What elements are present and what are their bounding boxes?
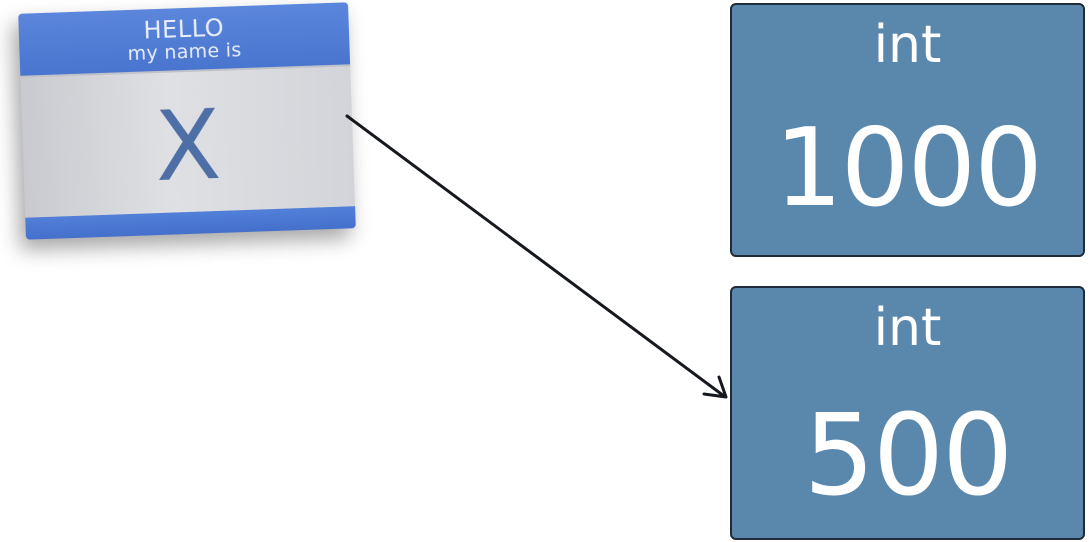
value-box-type: int	[873, 298, 942, 358]
value-box-500: int 500	[730, 286, 1085, 540]
name-tag-card: HELLO my name is X	[18, 2, 356, 240]
value-box-value: 1000	[774, 106, 1043, 231]
name-tag-header: HELLO my name is	[18, 2, 351, 76]
name-tag: HELLO my name is X	[18, 2, 356, 240]
value-box-type: int	[873, 15, 942, 75]
name-tag-my-name-is: my name is	[127, 38, 242, 65]
value-box-value: 500	[803, 391, 1014, 521]
variable-name: X	[153, 88, 223, 204]
reference-arrow-head	[702, 375, 728, 399]
name-tag-hello: HELLO	[143, 13, 225, 44]
name-tag-body: X	[20, 64, 356, 218]
reference-arrow-line	[345, 114, 726, 398]
value-box-1000: int 1000	[730, 3, 1085, 257]
